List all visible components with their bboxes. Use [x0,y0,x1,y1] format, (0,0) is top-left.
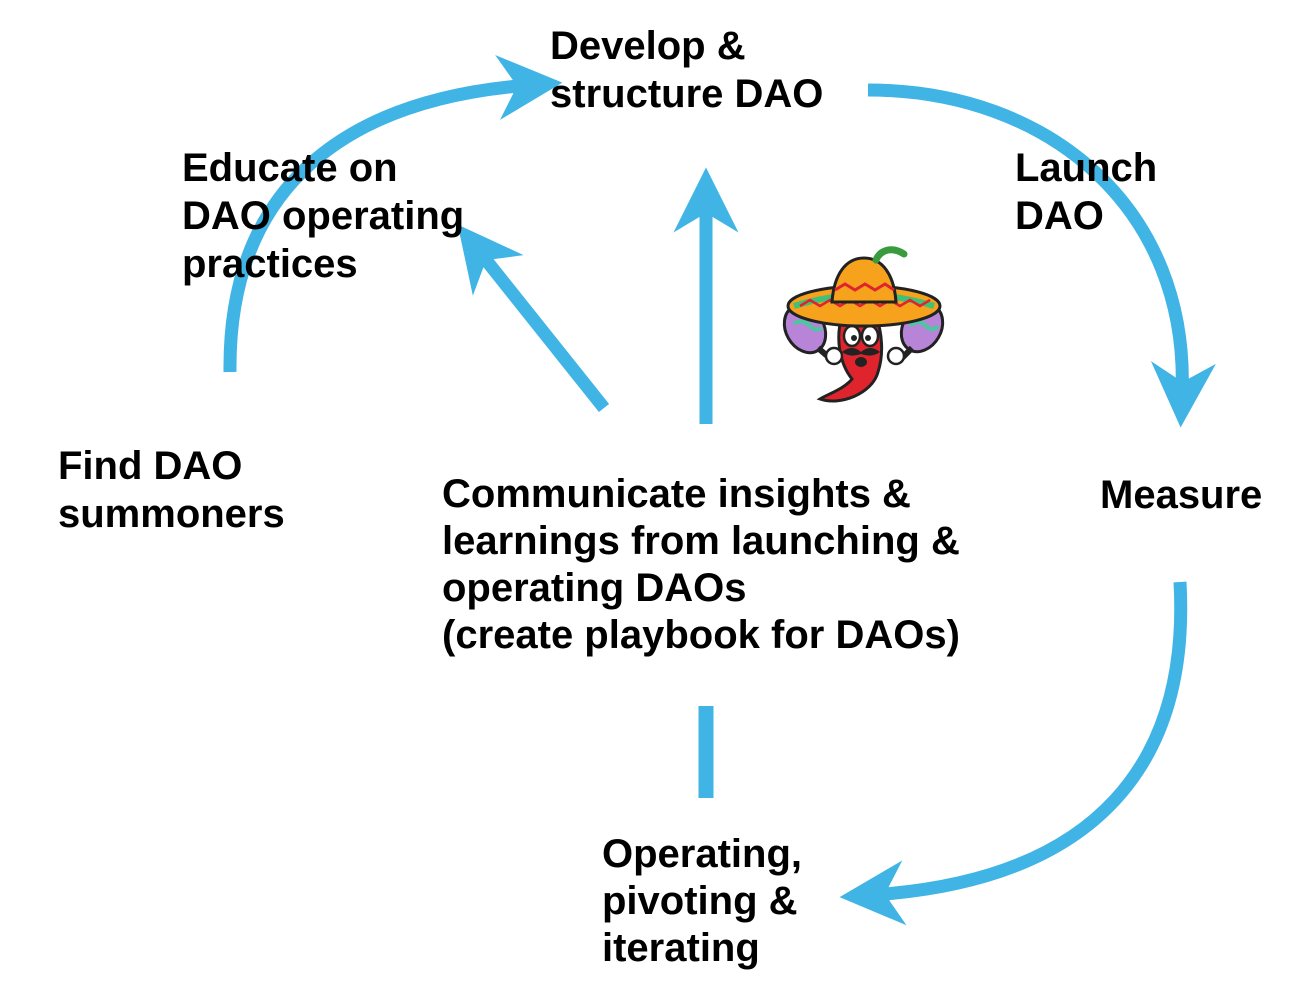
label-line: Operating, [602,832,803,876]
label-line: learnings from launching & [442,519,960,563]
label-line: DAO operating [182,194,465,238]
node-develop: Develop &structure DAO [550,22,823,118]
label-line: Find DAO [58,444,243,488]
arrow-communicate-to-educate [457,224,610,413]
chili-pepper-mascot-icon [782,246,945,403]
label-line: structure DAO [550,72,824,116]
label-line: Educate on [182,146,398,190]
arrow-measure-to-operating [839,581,1188,926]
label-line: Develop & [550,24,746,68]
label-line: operating DAOs [442,566,747,610]
label-line: iterating [602,926,760,970]
arrow-find-to-develop [223,55,563,373]
node-communicate: Communicate insights &learnings from lau… [442,471,960,659]
label-line: DAO [1015,194,1104,238]
node-operating: Operating,pivoting &iterating [602,831,802,972]
label-line: summoners [58,492,285,536]
sombrero-crown [830,256,898,304]
label-line: pivoting & [602,879,798,923]
label-line: Communicate insights & [442,472,911,516]
node-measure: Measure [1100,471,1262,519]
label-line: practices [182,242,358,286]
pepper-stem [872,246,908,264]
label-line: Launch [1015,146,1158,190]
label-line: (create playbook for DAOs) [442,613,960,657]
arrow-develop-to-launch [867,83,1216,428]
label-line: Measure [1100,473,1263,517]
